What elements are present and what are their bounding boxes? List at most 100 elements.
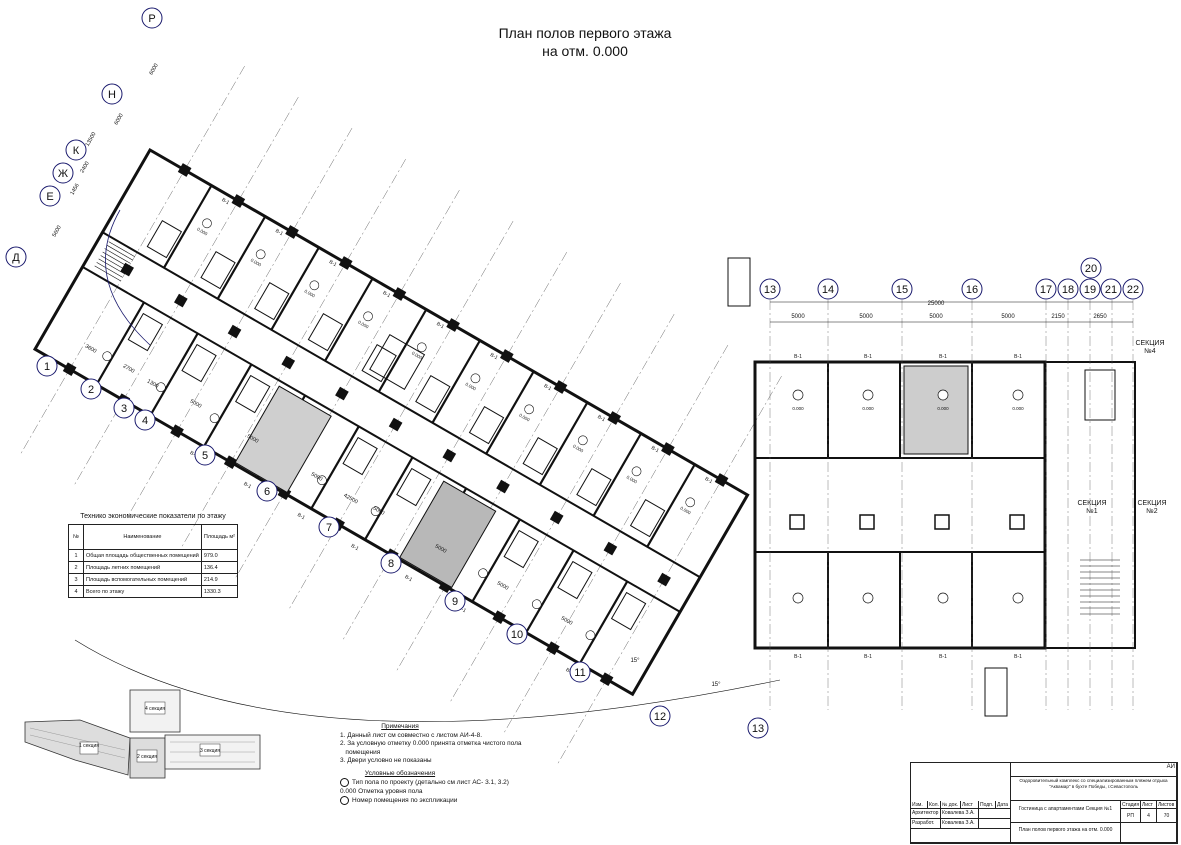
floor-mark: 0.000 xyxy=(679,506,692,516)
column xyxy=(62,362,77,377)
bathroom xyxy=(146,219,183,259)
section-label-line: №1 xyxy=(1086,508,1098,515)
door-tag: В-1 xyxy=(565,667,575,676)
room-number-icon xyxy=(309,280,320,291)
door-tag: В-1 xyxy=(274,228,284,237)
stamp-sheet-head: Лист xyxy=(1141,801,1157,809)
column-box xyxy=(859,514,875,530)
bathroom xyxy=(415,374,451,414)
room-number-icon xyxy=(862,592,874,604)
axis-bubble-circle xyxy=(5,246,27,268)
axis-bubble-circle xyxy=(113,397,135,419)
axis-bubble-21: 21 xyxy=(1100,278,1122,300)
room-number-icon xyxy=(416,342,427,353)
column xyxy=(281,355,296,370)
notes-block: Примечания 1. Данный лист см совместно с… xyxy=(340,723,640,806)
dim-value: 6000 xyxy=(148,63,159,77)
axis-bubble-circle xyxy=(817,278,839,300)
axis-bubble-15: 15 xyxy=(891,278,913,300)
axis-bubble-circle xyxy=(1079,278,1101,300)
column xyxy=(392,287,407,301)
tep-head-name: Наименование xyxy=(83,524,202,550)
keyplan-label-2: 2 секция xyxy=(137,754,157,760)
stamp-sheet-title: План полов первого этажа на отм. 0.000 xyxy=(1011,823,1121,843)
column xyxy=(496,479,510,494)
dim-value: 3600 xyxy=(84,343,98,354)
tep-cell: 136.4 xyxy=(200,561,239,574)
column xyxy=(599,672,614,687)
column xyxy=(661,442,675,456)
axis-bubble-16: 16 xyxy=(961,278,983,300)
axis-bubble-5: 5 xyxy=(194,444,216,466)
floor-mark: 0.000 xyxy=(518,413,531,423)
key-plan: 1 секция 2 секция 3 секция 4 секция xyxy=(20,680,270,790)
door-tag: В-1 xyxy=(1014,654,1022,660)
floor-type-icon xyxy=(340,778,349,787)
tep-cell: Общая площадь общественных помещений xyxy=(83,549,202,562)
axis-bubble-13: 13 xyxy=(759,278,781,300)
axis-bubble-circle xyxy=(52,162,74,184)
section-label-line: №2 xyxy=(1146,508,1158,515)
title-line-1: План полов первого этажа xyxy=(498,25,672,41)
axis-bubble-10: 10 xyxy=(506,623,528,645)
door-tag: В-1 xyxy=(457,605,467,614)
room-number-icon xyxy=(102,351,112,362)
dim-value: 5000 xyxy=(372,505,386,516)
floor-mark: 0.000 xyxy=(411,351,424,361)
stair-step xyxy=(108,241,135,257)
wall xyxy=(377,308,428,393)
axis-bubble-label: 4 xyxy=(142,415,148,427)
bathroom xyxy=(342,436,378,476)
table-row: 3 Площадь вспомогательных помещений 214.… xyxy=(68,573,239,586)
axis-bubble-circle xyxy=(569,661,591,683)
column xyxy=(223,455,238,470)
room-number-icon xyxy=(585,630,596,641)
axis-bubble-14: 14 xyxy=(817,278,839,300)
axis-bubble-circle xyxy=(1100,278,1122,300)
bathroom xyxy=(254,281,290,321)
stamp-code: АИ xyxy=(1011,763,1177,777)
wall xyxy=(216,215,267,300)
dim-value: 5000 xyxy=(560,615,574,626)
door-tag: В-1 xyxy=(794,654,802,660)
column xyxy=(120,262,134,277)
axis-bubble-circle xyxy=(65,139,87,161)
room-number-icon xyxy=(209,413,220,424)
axis-bubble-Н: Н xyxy=(101,83,123,105)
notes-heading: Примечания xyxy=(381,723,419,730)
tep-table: № Наименование Площадь м² 1 Общая площад… xyxy=(68,524,239,598)
floor-mark: 0.000 xyxy=(626,475,639,485)
axis-bubble-label: 18 xyxy=(1062,284,1074,296)
axis-bubble-label: Р xyxy=(148,13,155,25)
bathroom xyxy=(127,312,164,352)
dim-value: 2150 xyxy=(1051,314,1065,320)
door-tag: В-1 xyxy=(794,354,802,360)
bathroom xyxy=(468,405,505,445)
dim-value: 5600 xyxy=(51,225,62,239)
column xyxy=(499,349,514,363)
axis-bubble-circle xyxy=(961,278,983,300)
axis-bubble-20: 20 xyxy=(1080,257,1102,279)
tiled-area xyxy=(234,385,332,494)
axis-bubble-label: 9 xyxy=(452,596,458,608)
room-number-icon xyxy=(685,497,696,508)
axis-bubble-circle xyxy=(506,623,528,645)
stamp-col: Кол. xyxy=(928,801,941,809)
axis-bubble-label: Н xyxy=(108,89,116,101)
axis-bubble-circle xyxy=(1122,278,1144,300)
dim-value: 5000 xyxy=(859,314,873,320)
stamp-project: Оздоровительный комплекс со специализиро… xyxy=(1011,777,1177,801)
note-item: 3. Двери условно не показаны xyxy=(340,757,432,764)
door-tag: В-1 xyxy=(382,290,392,299)
door-tag: В-1 xyxy=(939,354,947,360)
column xyxy=(492,610,507,625)
axis-bubble-9: 9 xyxy=(444,590,466,612)
floor-mark: 0.000 xyxy=(937,406,949,411)
key-plan-drawing: 1 секция 2 секция 3 секция 4 секция xyxy=(24,689,261,779)
stamp-col: Изм. xyxy=(911,801,928,809)
axis-bubble-label: Ж xyxy=(58,168,68,180)
stamp-col: Лист xyxy=(961,801,979,809)
